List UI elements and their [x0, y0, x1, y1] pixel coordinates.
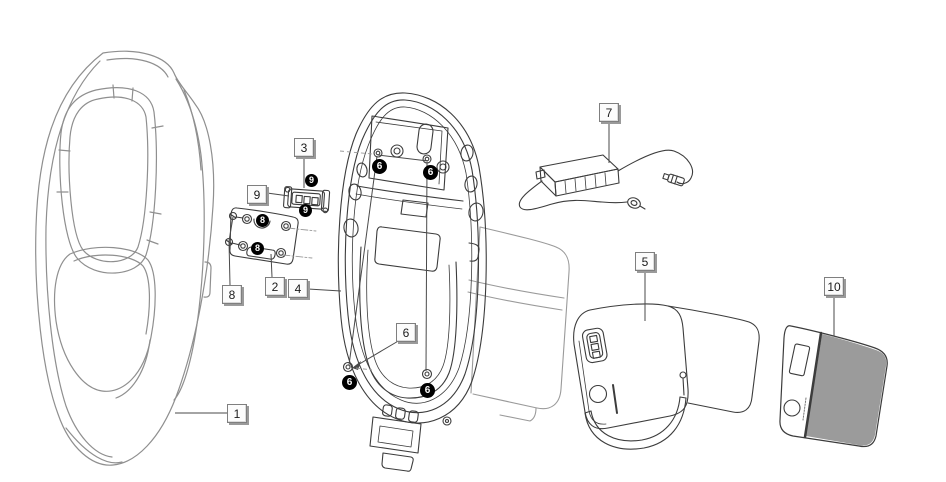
battery-box-part5-drawing: [573, 303, 760, 450]
battery-tub-part4-drawing: [337, 92, 487, 472]
callout-label-2: 2: [265, 277, 285, 296]
callout-label-9: 9: [247, 185, 267, 204]
callout-label-3: 3: [294, 138, 314, 157]
callout-label-1: 1: [227, 404, 247, 423]
callout-label-10: 10: [824, 277, 844, 296]
callout-badge-8-bottom: 8: [251, 242, 264, 255]
callout-badge-6-bottom-right: 6: [420, 383, 435, 398]
callout-label-4: 4: [288, 279, 308, 298]
callout-label-5: 5: [635, 252, 655, 271]
callout-label-6: 6: [396, 323, 416, 342]
callout-badge-6-top-right: 6: [423, 165, 438, 180]
callout-badge-6-bottom-left: 6: [342, 375, 357, 390]
leader-lines: [175, 122, 835, 414]
callout-badge-8-top: 8: [256, 214, 269, 227]
charger-part7-drawing: [518, 149, 693, 211]
callout-badge-6-top-left: 6: [372, 159, 387, 174]
callout-badge-9-bottom: 9: [299, 204, 312, 217]
callout-badge-9-top: 9: [305, 174, 318, 187]
seat-shell-part1-drawing: [35, 50, 215, 466]
battery-pack-part10-drawing: [779, 325, 888, 448]
callout-label-8: 8: [222, 285, 242, 304]
callout-label-7: 7: [599, 103, 619, 122]
